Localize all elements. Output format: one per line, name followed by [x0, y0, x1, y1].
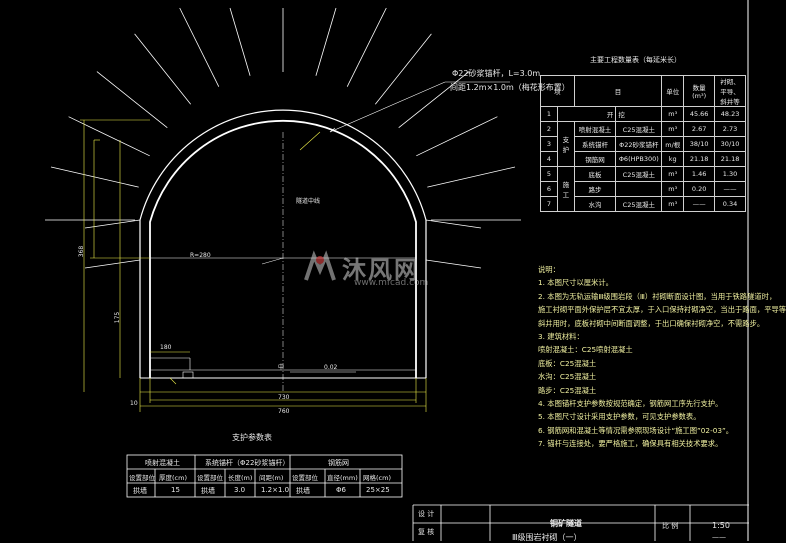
support-sub: 设置部位 — [129, 474, 155, 482]
rock-bolt — [374, 33, 432, 105]
rock-bolt — [427, 166, 516, 188]
title-drawing: Ⅲ级围岩衬砌（一） — [512, 533, 582, 542]
watermark: 沐风网 www.mfcad.com — [302, 250, 452, 290]
support-group-mesh: 钢筋网 — [328, 459, 349, 467]
support-val: Φ6 — [336, 486, 346, 494]
rock-bolt — [50, 166, 139, 188]
rock-bolt — [96, 71, 168, 129]
support-val: 25×25 — [366, 486, 390, 494]
notes-heading: 说明： — [538, 265, 560, 274]
support-group-bolt: 系统锚杆（Φ22砂浆锚杆） — [205, 459, 290, 467]
note-item: 水沟：C25混凝土 — [538, 372, 597, 382]
dim-height: 368 — [78, 245, 86, 258]
title-review: 复 核 — [418, 528, 435, 536]
note-item: 7. 锚杆与连接处，要严格施工，确保具有相关技术要求。 — [538, 439, 723, 449]
support-table-title: 支护参数表 — [232, 433, 272, 442]
note-item: 路步：C25混凝土 — [538, 385, 597, 395]
rock-bolt — [179, 7, 220, 87]
support-val: 3.0 — [234, 486, 246, 494]
qt-header-qty: 数量(m³) — [683, 75, 716, 107]
rock-bolts-group — [45, 7, 521, 269]
support-val: 拱墙 — [133, 487, 147, 495]
note-item: 1. 本图尺寸以厘米计。 — [538, 278, 613, 288]
support-val: 15 — [171, 486, 180, 494]
qt-side-support: 支护 — [556, 121, 575, 167]
rock-bolt — [425, 259, 482, 269]
centerline-mark: 中 — [278, 364, 285, 371]
rock-bolt — [134, 33, 192, 105]
design-notes: 说明： 1. 本图尺寸以厘米计。 2. 本图为无轨运输Ⅲ级围岩段（Ⅲ）衬砌断面设… — [538, 263, 786, 451]
rock-bolt — [84, 219, 141, 229]
quantities-table-title: 主要工程数量表（每延米长） — [590, 56, 681, 64]
support-table-frame — [126, 454, 403, 498]
note-item: 4. 本图锚杆支护参数按规范确定，钢筋网工序先行支护。 — [538, 399, 723, 409]
title-block-frame — [412, 504, 749, 541]
support-val: 1.2×1.0 — [261, 486, 290, 494]
bolt-note: Φ22砂浆锚杆，L=3.0m — [452, 69, 541, 78]
rock-bolt — [425, 219, 482, 229]
tunnel-cross-section — [45, 0, 749, 541]
note-item: 6. 钢筋网和混凝土等情况需参照现场设计“施工图”02-03”。 — [538, 425, 734, 435]
support-val: 拱墙 — [201, 487, 215, 495]
support-sub: 设置部位 — [197, 474, 223, 482]
dim-small: 10 — [130, 400, 138, 407]
note-item: 3. 建筑材料： — [538, 332, 584, 342]
bolt-spacing-note: 间距1.2m×1.0m（梅花形布置） — [450, 83, 570, 92]
title-ratio: 1:50 — [712, 521, 730, 530]
dimension-lines — [80, 119, 427, 412]
support-sub: 间距(m) — [259, 474, 284, 482]
qt-header-target: 目 — [573, 75, 663, 107]
rock-bolt — [398, 71, 470, 129]
radius-label: R=280 — [190, 252, 211, 259]
qt-side-construction: 施工 — [556, 166, 575, 212]
support-sub: 厚度(cm) — [159, 474, 187, 482]
rock-bolt — [229, 7, 251, 76]
note-item: 斜井用时，底板衬砌中间断面调整，于出口确保衬砌净空，不需路步。 — [538, 318, 765, 328]
title-ratio-label: 比 例 — [662, 522, 679, 530]
title-sheet: —— — [712, 533, 726, 541]
watermark-brand: 沐风网 — [342, 256, 420, 284]
support-sub: 长度(m) — [228, 474, 253, 482]
qt-header-other: 衬砌、平导、斜井等 — [714, 75, 746, 107]
qt-header-item: 项 — [540, 75, 575, 107]
dim-width-inner: 730 — [278, 394, 290, 401]
dim-width-outer: 760 — [278, 408, 290, 415]
rock-bolt — [346, 7, 387, 87]
rock-bolt — [416, 116, 498, 157]
watermark-url: www.mfcad.com — [354, 278, 429, 288]
cad-drawing-canvas: { "quantities_table": { "title": "主要工程数量… — [45, 0, 786, 542]
note-item: 喷射混凝土：C25喷射混凝土 — [538, 345, 633, 355]
dim-floor: 0.02 — [324, 364, 338, 371]
inner-lining — [149, 119, 417, 378]
note-item: 底板：C25混凝土 — [538, 358, 597, 368]
center-label: 隧道中线 — [296, 198, 321, 205]
support-group-shotcrete: 喷射混凝土 — [145, 459, 180, 467]
dim-half: 180 — [160, 344, 172, 351]
rock-bolt — [315, 7, 337, 76]
note-item: 2. 本图为无轨运输Ⅲ级围岩段（Ⅲ）衬砌断面设计图，当用于铁路隧道时， — [538, 291, 777, 301]
rock-bolt — [68, 116, 150, 157]
support-val: 拱墙 — [296, 487, 310, 495]
title-project: 铜矿隧道 — [550, 519, 582, 528]
title-design: 设 计 — [418, 510, 435, 518]
outer-lining — [139, 109, 427, 378]
rock-bolt — [84, 259, 141, 269]
support-sub: 直径(mm) — [327, 474, 358, 482]
note-item: 5. 本图尺寸设计采用支护参数，可见支护参数表。 — [538, 412, 701, 422]
support-sub: 设置部位 — [292, 474, 318, 482]
note-item: 施工衬砌平面外保护层不宜太厚，于入口保持衬砌净空，当出于路面，平导等 — [538, 305, 786, 315]
support-sub: 网格(cm) — [363, 474, 391, 482]
dim-wall: 175 — [114, 311, 122, 324]
qt-header-unit: 单位 — [661, 75, 685, 107]
mfcad-logo-icon — [304, 250, 336, 281]
